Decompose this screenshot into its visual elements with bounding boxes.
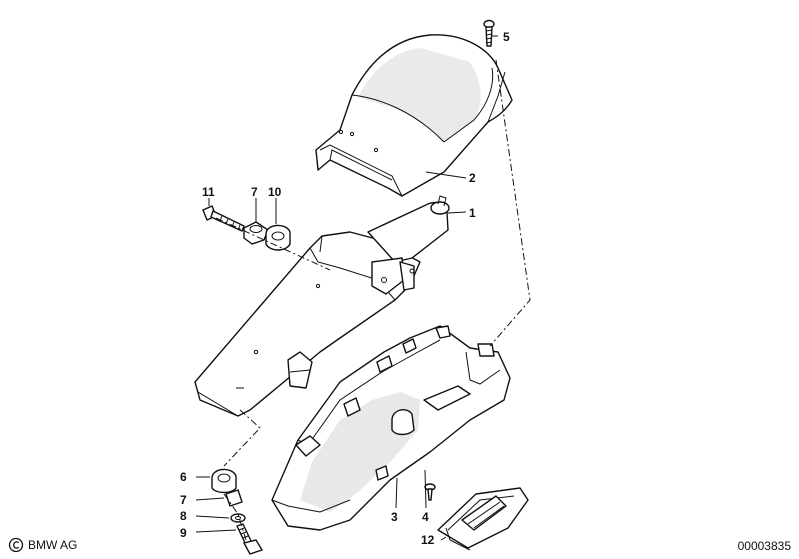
callout-9: 9 bbox=[180, 526, 187, 540]
callout-6: 6 bbox=[180, 470, 187, 484]
spacer-lower[interactable] bbox=[225, 489, 243, 507]
column-bracket[interactable] bbox=[194, 195, 450, 417]
lower-trim-shell[interactable] bbox=[271, 325, 511, 531]
callout-5: 5 bbox=[503, 30, 510, 44]
copyright-icon bbox=[8, 537, 24, 553]
callout-labels: 1 2 3 4 5 6 7 7 8 9 10 11 12 bbox=[180, 30, 510, 547]
callout-12: 12 bbox=[421, 533, 435, 547]
document-id: 00003835 bbox=[737, 539, 791, 553]
leader-lines bbox=[195, 35, 498, 541]
bushing-lower[interactable] bbox=[211, 468, 237, 494]
callout-4: 4 bbox=[422, 510, 429, 524]
upper-trim-cover[interactable] bbox=[315, 34, 513, 197]
washer-lower[interactable] bbox=[230, 513, 246, 523]
screw-top[interactable] bbox=[483, 19, 495, 47]
screw-small[interactable] bbox=[424, 483, 436, 501]
callout-3: 3 bbox=[391, 510, 398, 524]
brand-footer: BMW AG bbox=[8, 537, 77, 553]
callout-8: 8 bbox=[180, 509, 187, 523]
assembly-lines bbox=[215, 59, 531, 541]
callout-7b: 7 bbox=[251, 185, 258, 199]
brand-name: BMW AG bbox=[28, 538, 78, 552]
callout-2: 2 bbox=[469, 171, 476, 185]
callout-1: 1 bbox=[469, 206, 476, 220]
spacer-upper[interactable] bbox=[243, 221, 269, 245]
callout-10: 10 bbox=[268, 185, 282, 199]
bushing-upper[interactable] bbox=[265, 224, 291, 251]
cover-cap[interactable] bbox=[437, 487, 529, 551]
callout-11: 11 bbox=[202, 185, 215, 199]
callout-7a: 7 bbox=[180, 493, 187, 507]
bolt-lower[interactable] bbox=[236, 523, 263, 555]
bolt-upper[interactable] bbox=[202, 205, 245, 232]
